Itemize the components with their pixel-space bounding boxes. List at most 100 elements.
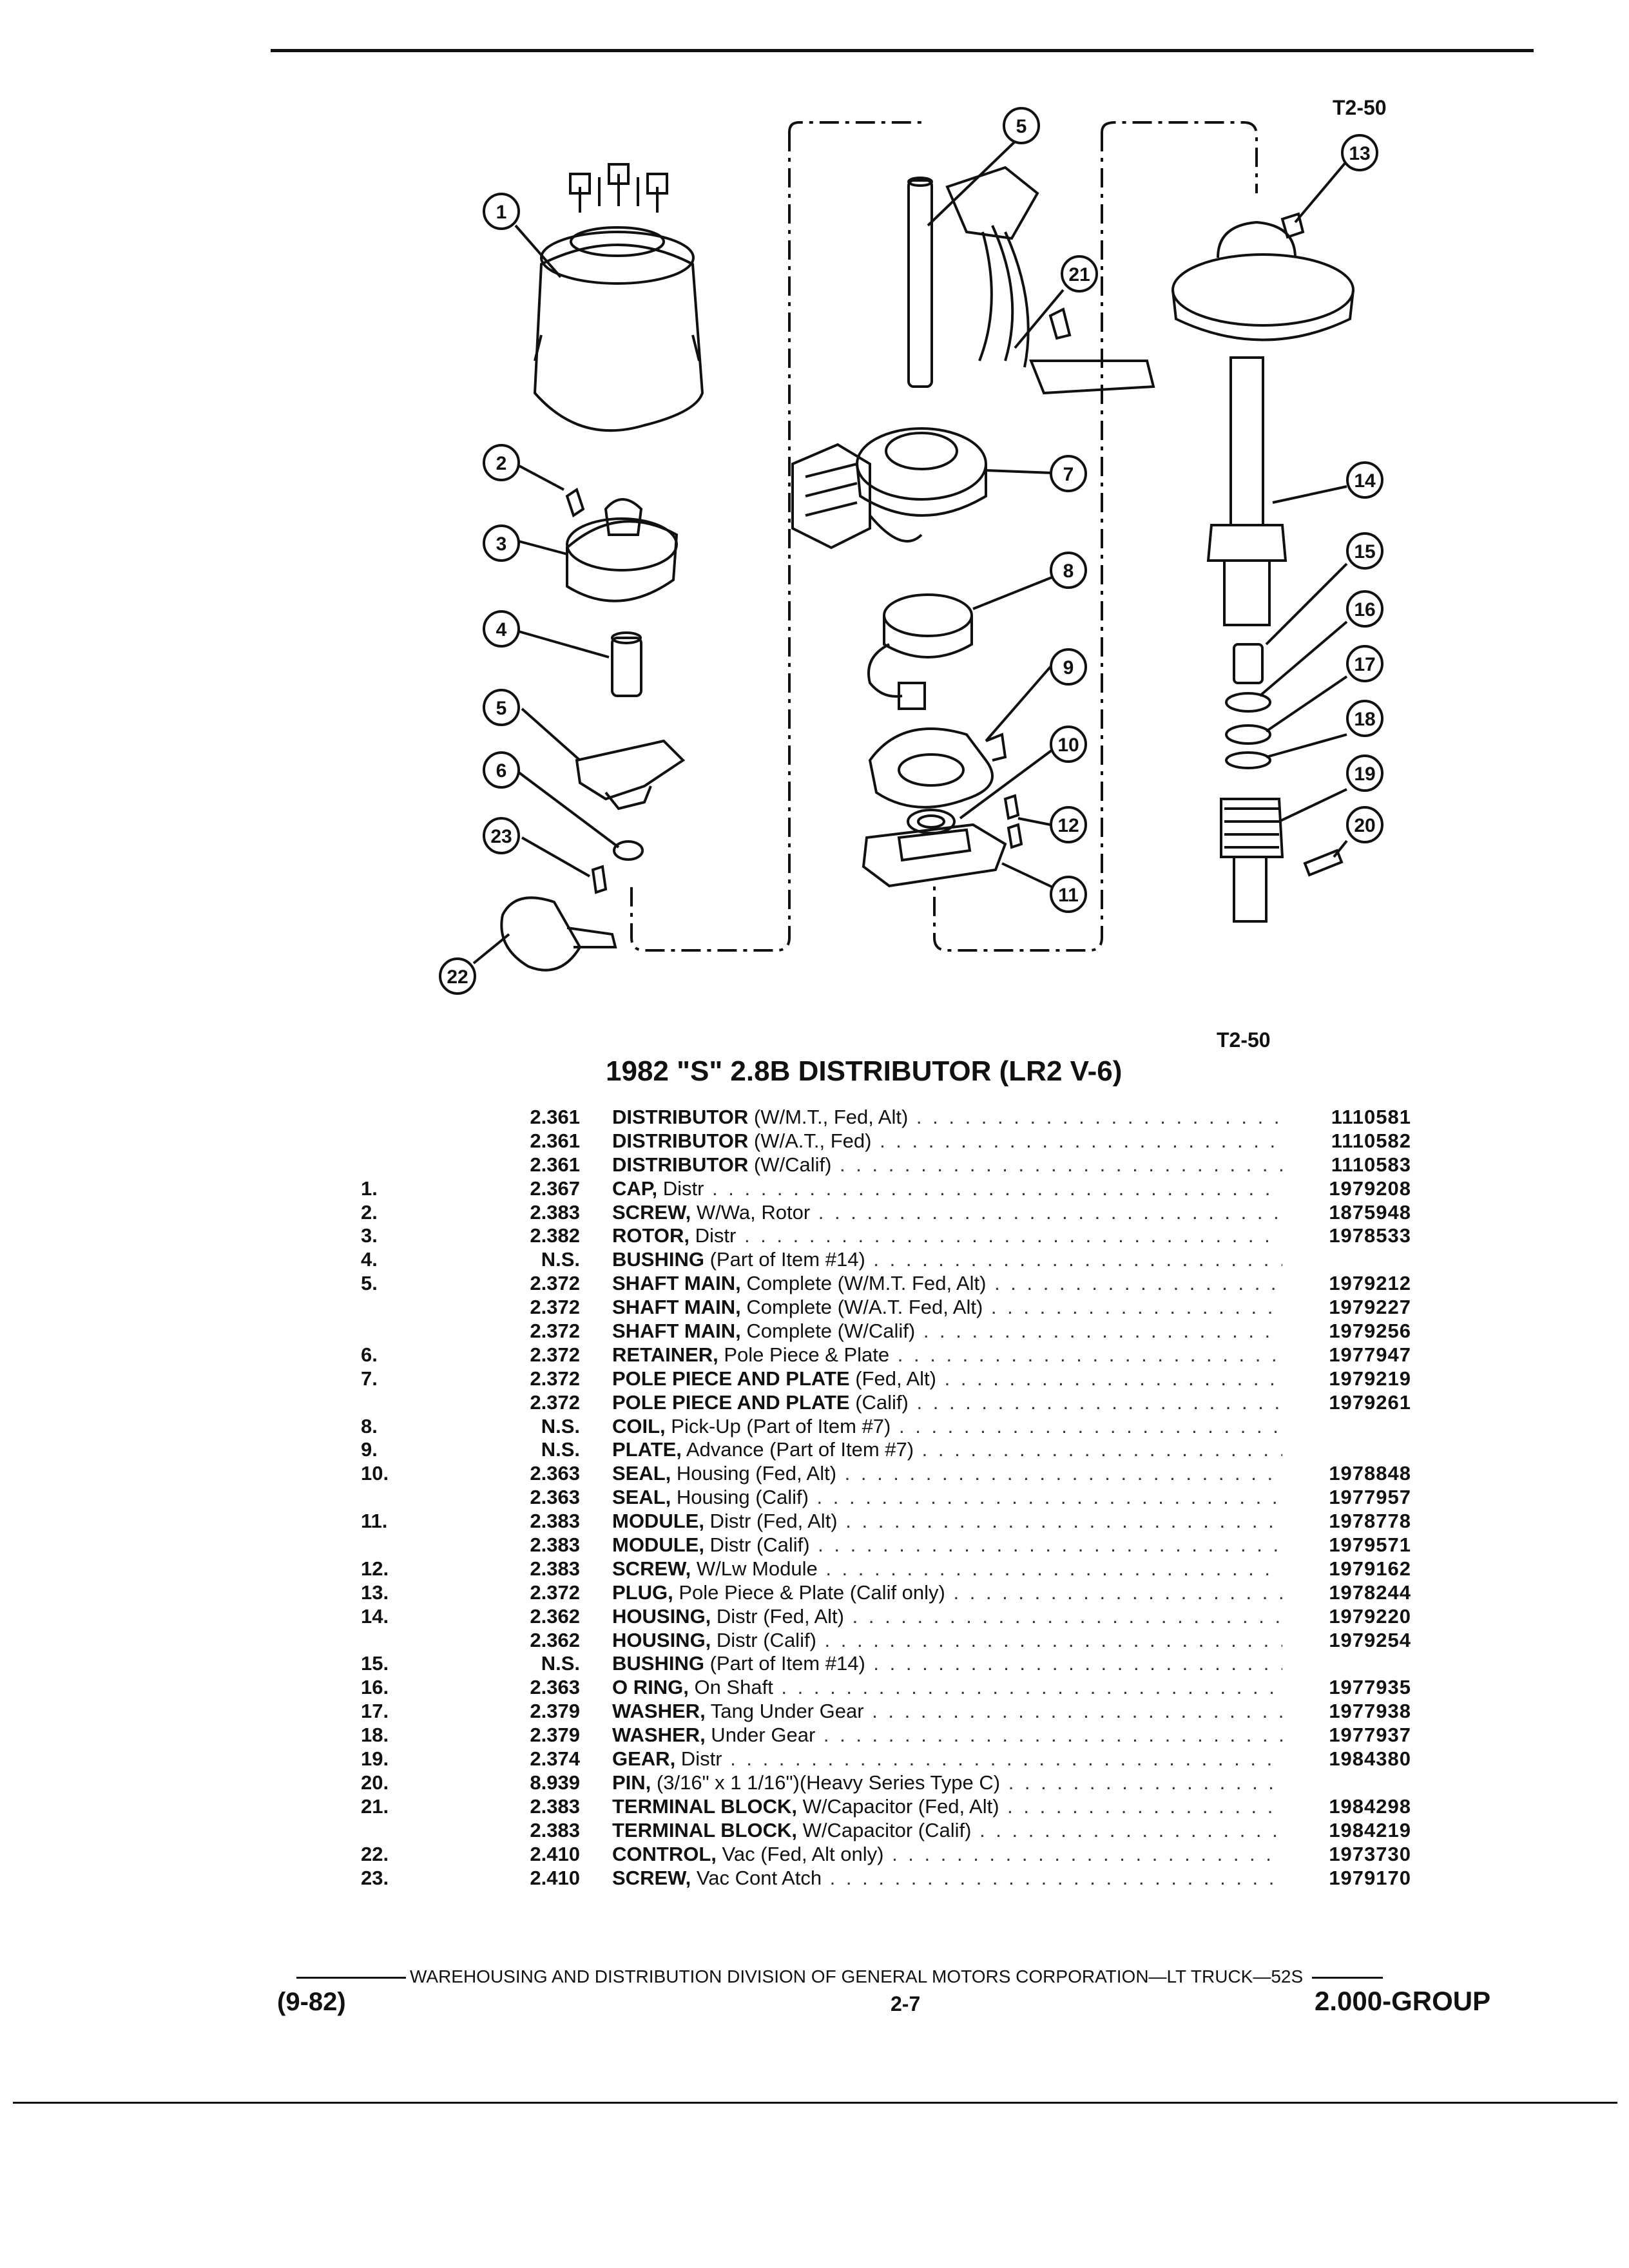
part-description: CONTROL, Vac (Fed, Alt only) . . . . . .… [612, 1843, 1282, 1867]
group-code: 2.379 [530, 1724, 580, 1747]
part-number: 1979162 [1329, 1557, 1411, 1580]
item-number: 15. [361, 1652, 389, 1675]
page-title: 1982 "S" 2.8B DISTRIBUTOR (LR2 V-6) [606, 1055, 1123, 1087]
part-detail: On Shaft [688, 1676, 773, 1699]
part-number: 1110581 [1331, 1106, 1411, 1128]
part-detail: Advance (Part of Item #7) [681, 1438, 914, 1461]
group-code: N.S. [541, 1438, 580, 1461]
part-name: TERMINAL BLOCK, [612, 1794, 798, 1818]
part-number: 1110583 [1331, 1153, 1411, 1176]
parts-row: 8.N.S.COIL, Pick-Up (Part of Item #7) . … [361, 1415, 1418, 1439]
leader-dots: . . . . . . . . . . . . . . . . . . . . … [872, 1700, 1282, 1723]
part-name: SEAL, [612, 1462, 671, 1485]
leader-dots: . . . . . . . . . . . . . . . . . . . . … [1007, 1794, 1282, 1818]
callout-19: 19 [1354, 764, 1375, 785]
group-code: 8.939 [530, 1771, 580, 1794]
item-number: 1. [361, 1177, 378, 1200]
callout-2: 2 [496, 453, 507, 474]
part-detail: Distr (Fed, Alt) [711, 1604, 844, 1628]
leader-dots: . . . . . . . . . . . . . . . . . . . . … [818, 1533, 1282, 1557]
part-detail: W/Capacitor (Calif) [797, 1818, 972, 1841]
part-description: CAP, Distr . . . . . . . . . . . . . . .… [612, 1177, 1282, 1201]
part-number: 1973730 [1329, 1842, 1411, 1865]
part-number: 1979170 [1329, 1866, 1411, 1889]
leader-dots: . . . . . . . . . . . . . . . . . . . . … [818, 1200, 1282, 1224]
item-number: 4. [361, 1248, 378, 1271]
group-code: 2.383 [530, 1557, 580, 1580]
part-description: POLE PIECE AND PLATE (Fed, Alt) . . . . … [612, 1367, 1282, 1391]
part-detail: Tang Under Gear [705, 1700, 864, 1723]
group-code: 2.372 [530, 1581, 580, 1604]
part-number: 1977938 [1329, 1700, 1411, 1723]
item-number: 6. [361, 1343, 378, 1366]
part-description: BUSHING (Part of Item #14) . . . . . . .… [612, 1652, 1282, 1676]
part-description: SHAFT MAIN, Complete (W/M.T. Fed, Alt) .… [612, 1272, 1282, 1296]
leader-dots: . . . . . . . . . . . . . . . . . . . . … [824, 1628, 1282, 1651]
group-code: N.S. [541, 1248, 580, 1271]
part-description: HOUSING, Distr (Calif) . . . . . . . . .… [612, 1629, 1282, 1653]
item-number: 5. [361, 1272, 378, 1295]
part-detail: (W/Calif) [748, 1153, 832, 1176]
group-code: 2.372 [530, 1272, 580, 1295]
callout-21: 21 [1068, 264, 1090, 285]
part-detail: Distr [675, 1747, 722, 1771]
part-description: TERMINAL BLOCK, W/Capacitor (Calif) . . … [612, 1819, 1282, 1843]
group-code: 2.410 [530, 1866, 580, 1889]
part-detail: Complete (W/Calif) [740, 1320, 916, 1343]
part-description: PLATE, Advance (Part of Item #7) . . . .… [612, 1438, 1282, 1462]
part-name: GEAR, [612, 1747, 676, 1771]
part-number: 1978848 [1329, 1462, 1411, 1485]
group-code: 2.383 [530, 1818, 580, 1841]
part-name: ROTOR, [612, 1224, 689, 1247]
item-number: 13. [361, 1581, 389, 1604]
item-number: 9. [361, 1438, 378, 1461]
part-detail: Complete (W/A.T. Fed, Alt) [740, 1296, 983, 1319]
leader-dots: . . . . . . . . . . . . . . . . . . . . … [873, 1652, 1282, 1675]
part-name: SHAFT MAIN, [612, 1320, 741, 1343]
leader-dots: . . . . . . . . . . . . . . . . . . . . … [852, 1604, 1282, 1628]
bottom-rule [13, 2102, 1617, 2104]
part-number: 1977937 [1329, 1724, 1411, 1747]
leader-dots: . . . . . . . . . . . . . . . . . . . . … [844, 1462, 1282, 1485]
part-number: 1978533 [1329, 1224, 1411, 1247]
part-number: 1984298 [1329, 1794, 1411, 1818]
leader-dots: . . . . . . . . . . . . . . . . . . . . … [730, 1747, 1282, 1771]
part-name: WASHER, [612, 1724, 706, 1747]
part-detail: Distr [657, 1177, 704, 1200]
item-number: 10. [361, 1462, 389, 1485]
parts-row: 9. N.S. PLATE, Advance (Part of Item #7) .… [361, 1438, 1418, 1462]
callout-23: 23 [490, 826, 512, 847]
part-detail: Housing (Calif) [671, 1486, 809, 1509]
part-name: MODULE, [612, 1533, 704, 1557]
part-description: MODULE, Distr (Calif) . . . . . . . . . … [612, 1533, 1282, 1557]
callout-17: 17 [1354, 654, 1375, 675]
part-name: CONTROL, [612, 1842, 717, 1865]
part-detail: Complete (W/M.T. Fed, Alt) [740, 1272, 987, 1295]
part-name: SHAFT MAIN, [612, 1296, 741, 1319]
item-number: 19. [361, 1747, 389, 1771]
group-code: 2.383 [530, 1794, 580, 1818]
group-code: 2.372 [530, 1320, 580, 1343]
part-name: O RING, [612, 1676, 689, 1699]
callout-1: 1 [496, 202, 507, 223]
leader-dots: . . . . . . . . . . . . . . . . . . . . … [840, 1153, 1282, 1176]
part-number: 1979254 [1329, 1628, 1411, 1651]
group-code: 2.361 [530, 1153, 580, 1176]
part-name: WASHER, [612, 1700, 706, 1723]
item-number: 20. [361, 1771, 389, 1794]
callout-12: 12 [1057, 815, 1079, 836]
leader-dots: . . . . . . . . . . . . . . . . . . . . … [897, 1343, 1282, 1366]
part-detail: (Fed, Alt) [849, 1367, 936, 1390]
part-description: WASHER, Under Gear . . . . . . . . . . .… [612, 1724, 1282, 1747]
